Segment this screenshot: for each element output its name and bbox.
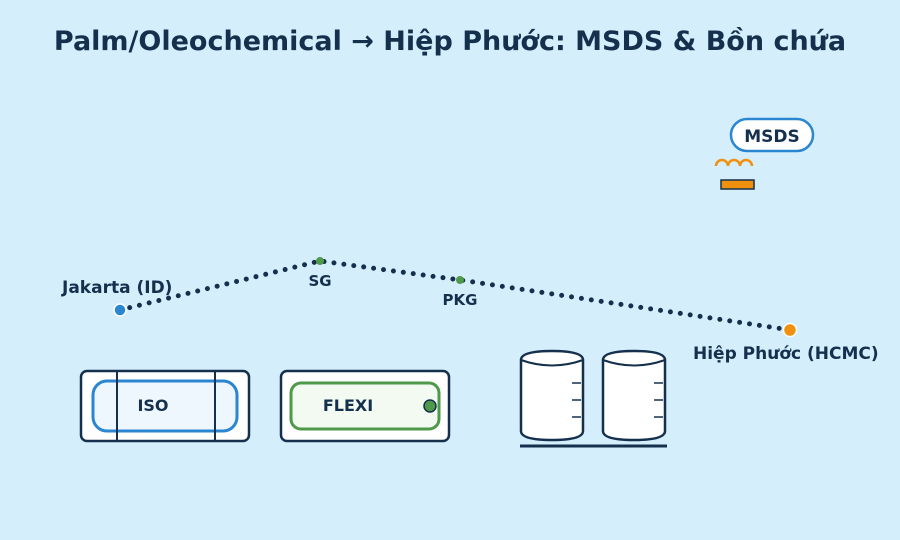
waypoint-label-pkg: PKG [443,291,478,309]
flexitank-valve-icon [423,399,437,413]
iso-label: ISO [137,396,168,415]
flexi-label: FLEXI [323,396,373,415]
msds-badge: MSDS [729,117,815,153]
shipping-route: Jakarta (ID) SG PKG Hiệp Phước (HCMC) [61,257,879,364]
iso-tank-container: ISO [79,369,251,443]
waypoint-marker-sg [316,257,324,265]
destination-marker [782,322,798,338]
waypoint-label-sg: SG [308,272,331,290]
tank-icon [601,349,667,442]
storage-tanks [519,349,667,448]
heat-coil-icon [714,158,755,190]
origin-marker [113,303,127,317]
destination-label: Hiệp Phước (HCMC) [693,344,879,364]
msds-badge-label: MSDS [744,127,800,147]
flexitank-container: FLEXI [279,369,451,443]
origin-label: Jakarta (ID) [61,278,172,298]
waypoint-marker-pkg [456,276,464,284]
diagram-title: Palm/Oleochemical → Hiệp Phước: MSDS & B… [54,26,846,57]
tank-icon [519,349,585,442]
